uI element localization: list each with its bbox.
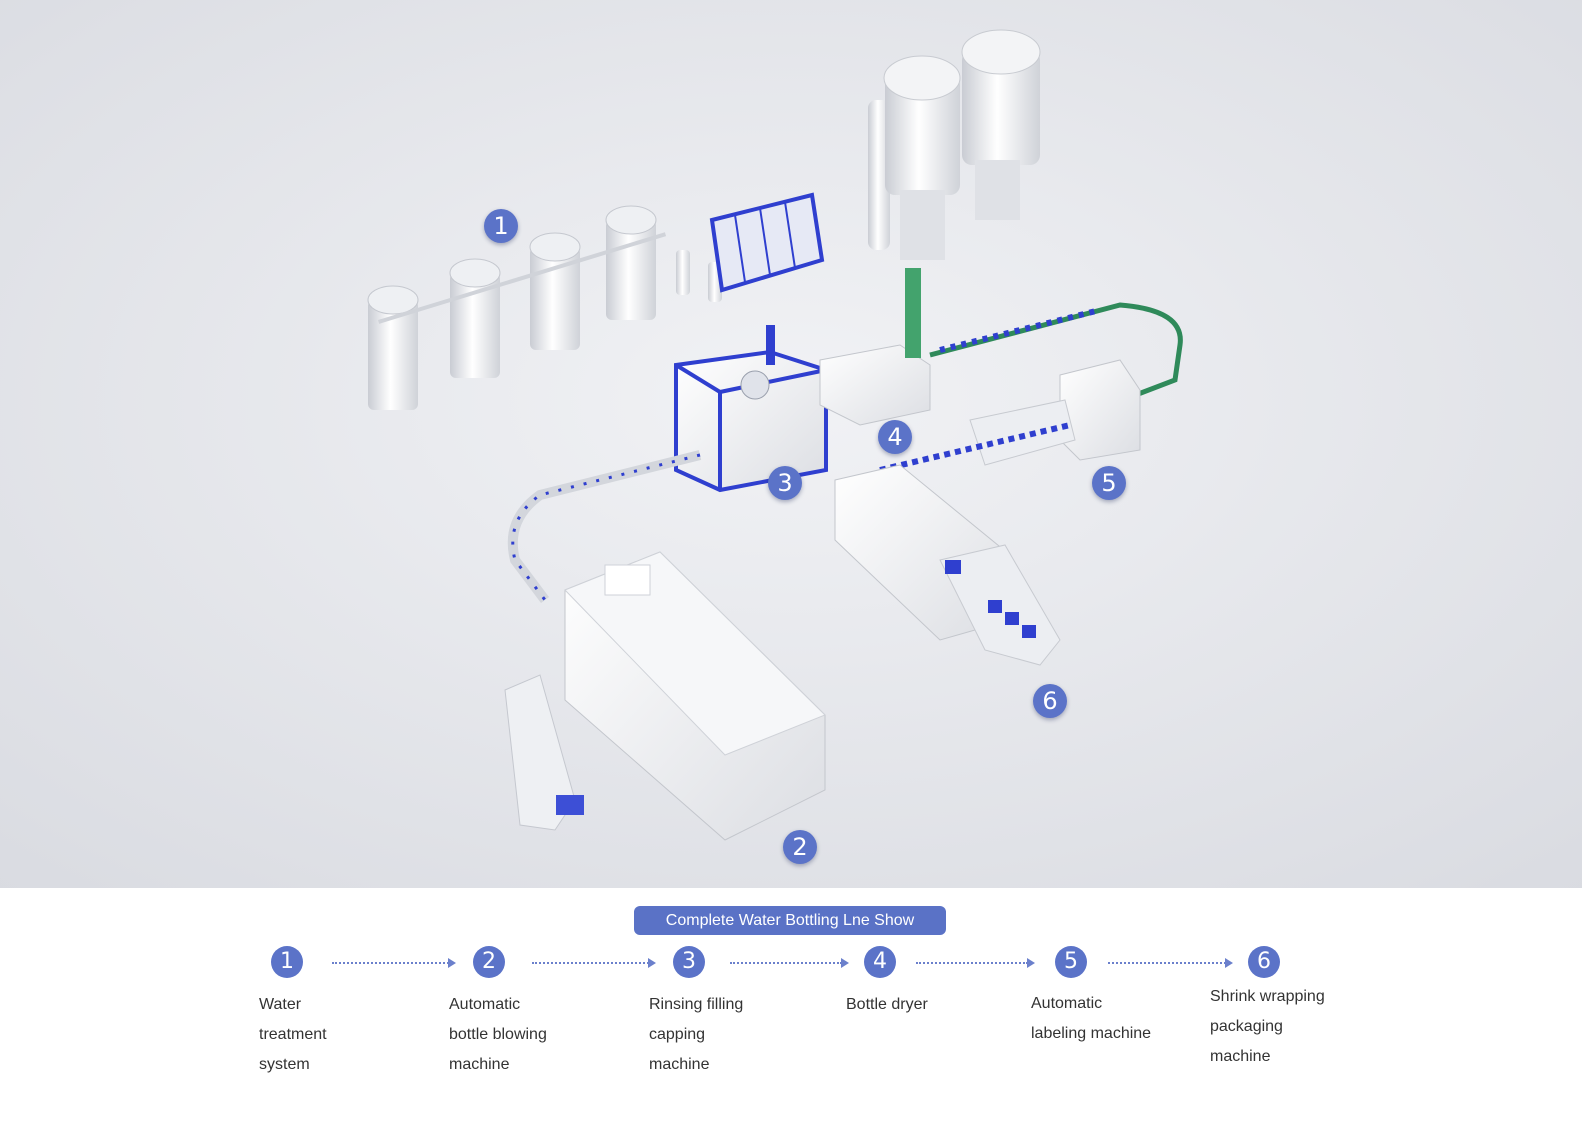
filter — [676, 250, 690, 295]
reverse-osmosis-unit — [709, 192, 825, 293]
step-6-badge: 6 — [1248, 946, 1280, 978]
marker-4: 4 — [878, 420, 912, 454]
marker-6: 6 — [1033, 684, 1067, 718]
step-3: 3 — [673, 946, 705, 978]
step-2-badge: 2 — [473, 946, 505, 978]
pipe — [378, 232, 667, 324]
step-1: 1 — [271, 946, 303, 978]
line-layout-drawing — [0, 0, 1582, 888]
production-line-illustration: 1 2 3 4 5 6 — [0, 0, 1582, 888]
tank — [529, 232, 581, 350]
arrow-5-6 — [1108, 958, 1233, 968]
step-4: 4 — [864, 946, 896, 978]
marker-1: 1 — [484, 209, 518, 243]
shrink-wrapping-machine — [834, 464, 1061, 666]
arrow-2-3 — [532, 958, 656, 968]
arrow-3-4 — [730, 958, 849, 968]
process-legend: Complete Water Bottling Lne Show 1 Water… — [0, 888, 1582, 1126]
storage-tanks — [868, 29, 1041, 260]
tank — [367, 285, 419, 410]
arrow-1-2 — [332, 958, 456, 968]
arrow-4-5 — [916, 958, 1035, 968]
step-6: 6 — [1248, 946, 1280, 978]
water-treatment-tanks — [367, 205, 722, 410]
bottle-blowing-machine — [504, 551, 826, 841]
marker-2: 2 — [783, 830, 817, 864]
labeling-machine — [969, 359, 1141, 466]
tank — [605, 205, 657, 320]
step-5-badge: 5 — [1055, 946, 1087, 978]
green-conveyor — [929, 302, 1183, 423]
step-2-label: Automatic bottle blowing machine — [449, 996, 547, 1073]
step-1-label: Water treatment system — [259, 996, 327, 1073]
rinsing-filling-capping-machine — [674, 325, 828, 493]
step-4-label: Bottle dryer — [846, 996, 928, 1013]
step-1-badge: 1 — [271, 946, 303, 978]
bottle-dryer — [819, 268, 931, 426]
marker-5: 5 — [1092, 466, 1126, 500]
step-2: 2 — [473, 946, 505, 978]
step-4-badge: 4 — [864, 946, 896, 978]
marker-3: 3 — [768, 466, 802, 500]
step-6-label: Shrink wrapping packaging machine — [1210, 988, 1325, 1065]
tank — [449, 258, 501, 378]
step-5: 5 — [1055, 946, 1087, 978]
legend-title: Complete Water Bottling Lne Show — [634, 906, 946, 935]
step-3-badge: 3 — [673, 946, 705, 978]
air-conveyor — [507, 450, 702, 603]
step-3-label: Rinsing filling capping machine — [649, 996, 744, 1073]
step-5-label: Automatic labeling machine — [1031, 995, 1152, 1042]
